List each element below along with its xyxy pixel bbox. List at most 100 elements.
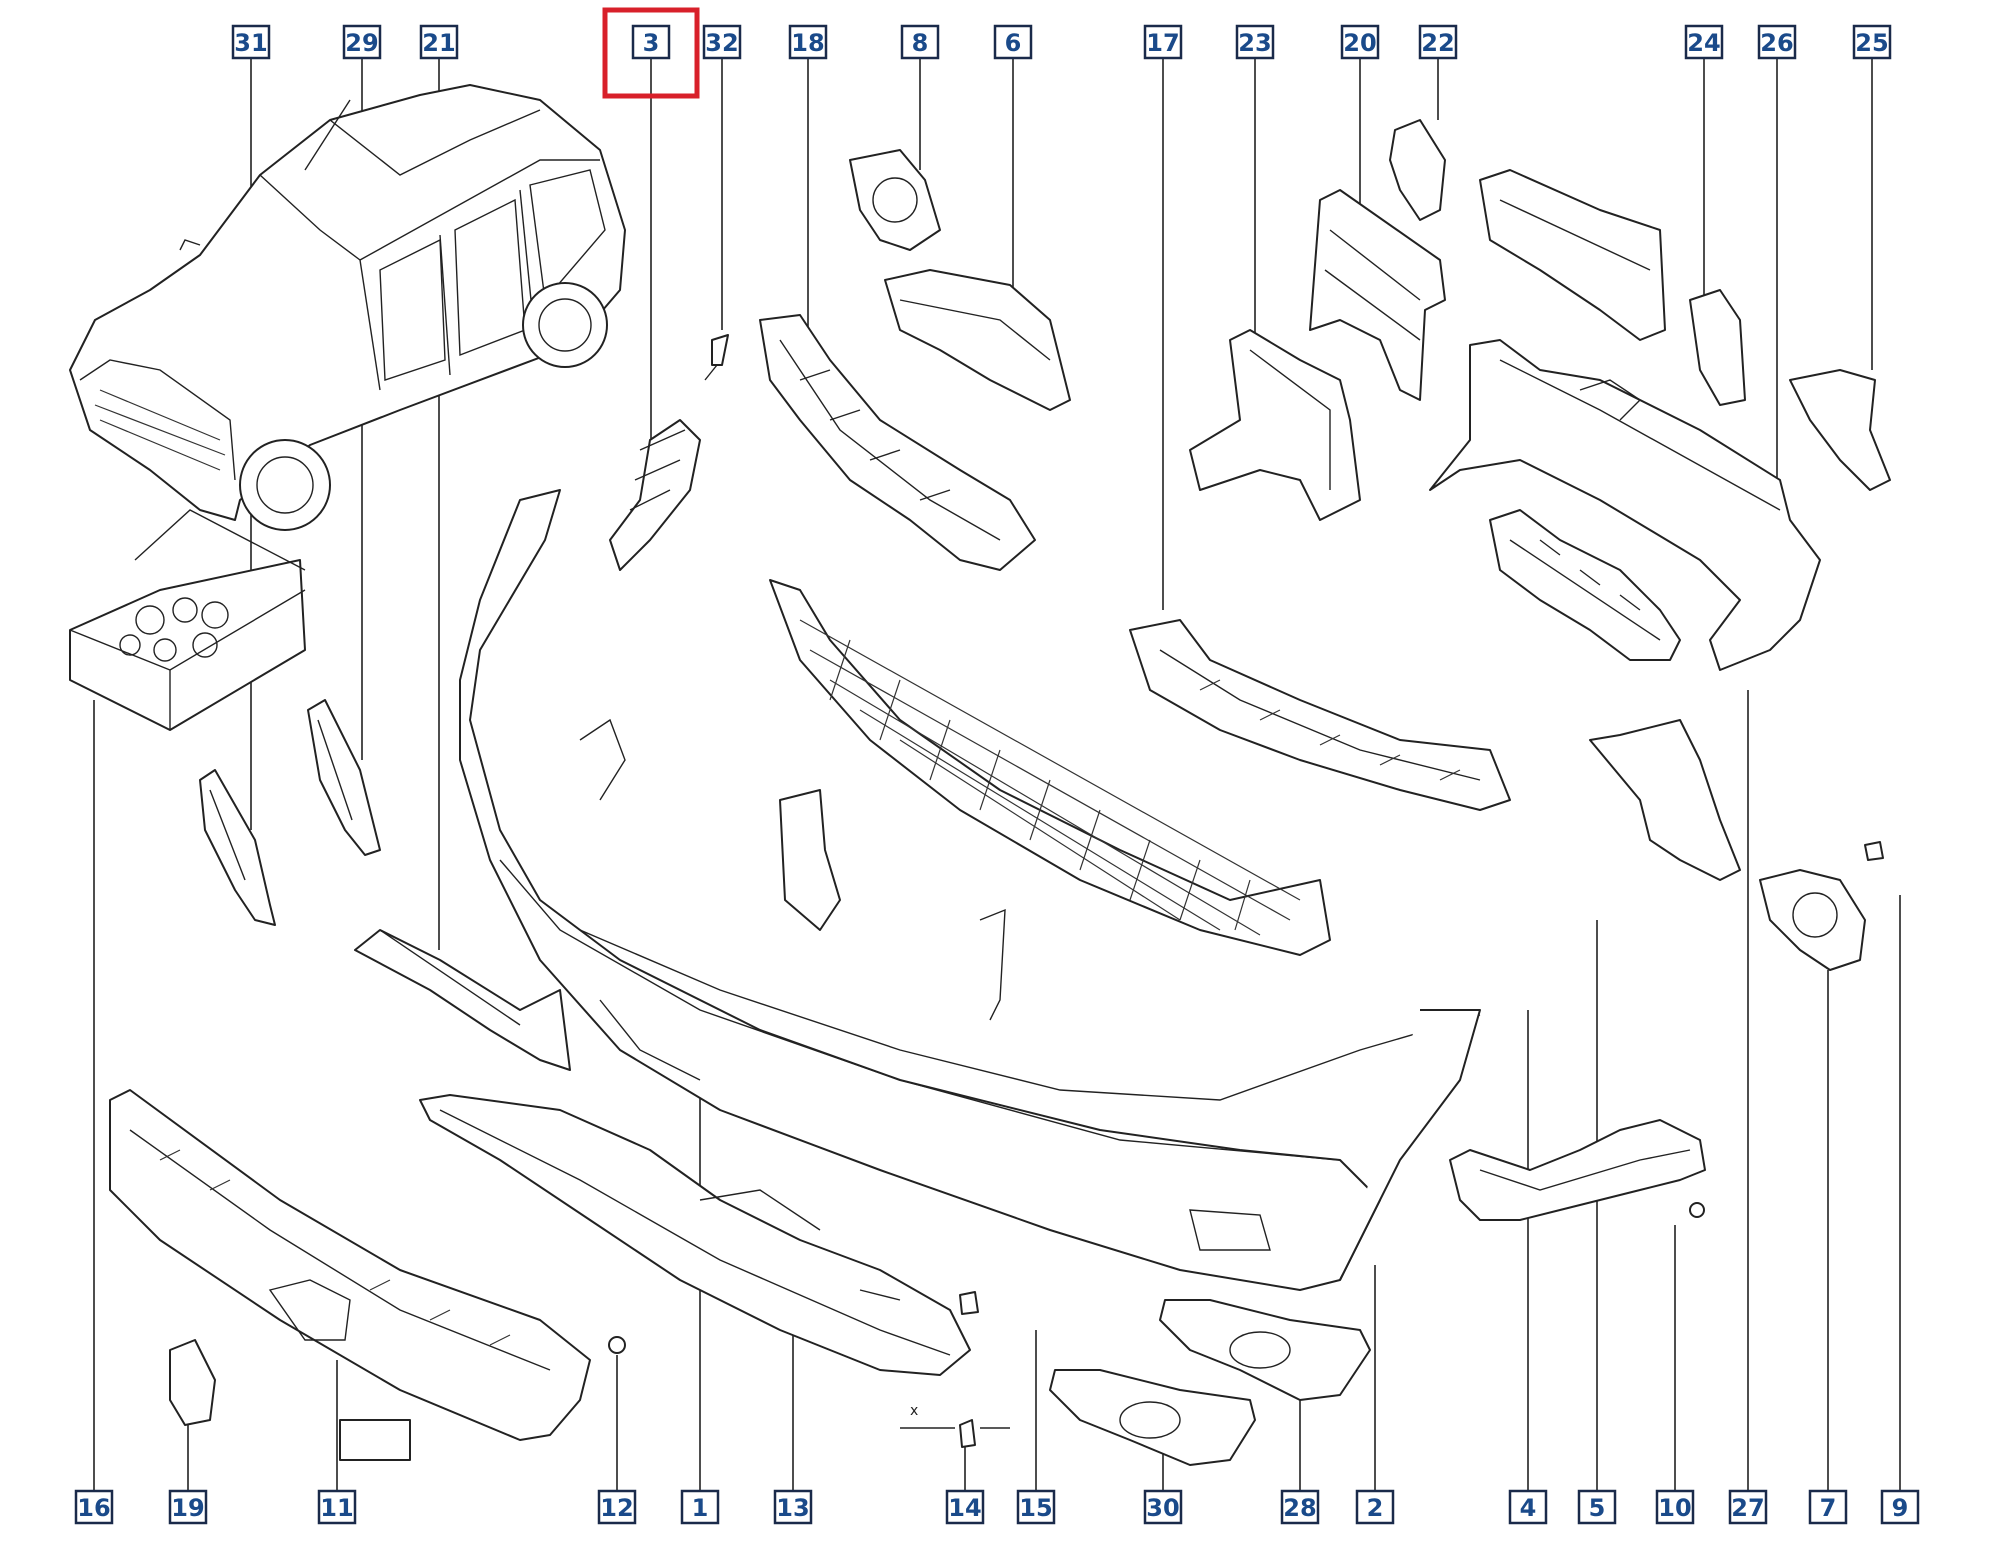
leader-lines (93, 58, 1901, 1491)
callout-label-13: 13 (776, 1494, 809, 1522)
callout-label-17: 17 (1146, 29, 1179, 57)
callout-box-23 (1235, 24, 1275, 60)
front-bumper (459, 489, 1481, 1291)
callout-box-14 (945, 1489, 985, 1525)
fog-bracket-8 (849, 149, 941, 251)
callout-box-3 (631, 24, 671, 60)
callout-box-6 (993, 24, 1033, 60)
fog-lamp-surround-30 (1049, 1369, 1256, 1466)
callout-box-27 (1728, 1489, 1768, 1525)
callout-box-31 (231, 24, 271, 60)
callout-box-12 (597, 1489, 637, 1525)
deflector-23 (1189, 329, 1361, 521)
clip-12 (608, 1336, 626, 1354)
callout-label-20: 20 (1343, 29, 1376, 57)
energy-absorber-18 (759, 314, 1036, 571)
callout-box-28 (1280, 1489, 1320, 1525)
reinforcement-top (1479, 169, 1666, 341)
callout-label-22: 22 (1421, 29, 1454, 57)
callout-label-2: 2 (1367, 1494, 1384, 1522)
lower-spoiler-13 (419, 1094, 971, 1376)
callout-box-16 (74, 1489, 114, 1525)
callout-label-14: 14 (948, 1494, 981, 1522)
callout-label-15: 15 (1019, 1494, 1052, 1522)
callout-box-15 (1016, 1489, 1056, 1525)
callout-label-21: 21 (422, 29, 455, 57)
callout-box-24 (1684, 24, 1724, 60)
upper-grille-11 (109, 1089, 591, 1441)
callout-label-12: 12 (600, 1494, 633, 1522)
callout-box-20 (1340, 24, 1380, 60)
callout-box-10 (1655, 1489, 1695, 1525)
fog-bracket-7 (1759, 869, 1866, 971)
callout-label-29: 29 (345, 29, 378, 57)
callout-label-32: 32 (705, 29, 738, 57)
bracket-25 (1789, 369, 1891, 491)
callout-label-10: 10 (1658, 1494, 1691, 1522)
callout-box-32 (702, 24, 742, 60)
air-duct-20 (1309, 189, 1446, 401)
x-marker: x (910, 1403, 918, 1419)
side-mount-2 (1449, 1119, 1706, 1221)
callout-label-18: 18 (791, 29, 824, 57)
highlight-frame (602, 7, 700, 99)
callout-label-25: 25 (1855, 29, 1888, 57)
side-deflector-left (199, 769, 276, 926)
clip-32 (704, 334, 729, 381)
callout-box-18 (788, 24, 828, 60)
callout-box-22 (1418, 24, 1458, 60)
deflector-6 (884, 269, 1071, 411)
emblem-plate (339, 1419, 411, 1461)
callout-label-24: 24 (1687, 29, 1720, 57)
absorber-17 (1129, 619, 1511, 811)
bracket-22 (1389, 119, 1446, 221)
clip-15 (959, 1291, 979, 1315)
clip-10 (1689, 1202, 1705, 1218)
callout-box-13 (773, 1489, 813, 1525)
callout-box-7 (1808, 1489, 1848, 1525)
fastener-kit-box (69, 509, 306, 731)
callout-label-31: 31 (234, 29, 267, 57)
callout-label-30: 30 (1146, 1494, 1179, 1522)
callout-label-7: 7 (1820, 1494, 1837, 1522)
vehicle-illustration (69, 84, 626, 531)
side-bracket-5 (1589, 719, 1741, 881)
callout-label-19: 19 (171, 1494, 204, 1522)
clip-14: x (900, 1403, 1010, 1448)
side-deflector-right (307, 699, 381, 856)
callout-box-9 (1880, 1489, 1920, 1525)
callout-label-4: 4 (1520, 1494, 1537, 1522)
callout-label-16: 16 (77, 1494, 110, 1522)
callout-label-9: 9 (1892, 1494, 1909, 1522)
callout-box-2 (1355, 1489, 1395, 1525)
bracket-19 (169, 1339, 216, 1426)
bracket-21 (354, 929, 571, 1071)
callout-label-27: 27 (1731, 1494, 1764, 1522)
callout-label-23: 23 (1238, 29, 1271, 57)
callout-box-11 (317, 1489, 357, 1525)
callout-label-26: 26 (1760, 29, 1793, 57)
callout-label-28: 28 (1283, 1494, 1316, 1522)
callout-box-25 (1852, 24, 1892, 60)
callout-box-30 (1143, 1489, 1183, 1525)
callout-box-5 (1577, 1489, 1617, 1525)
callout-label-1: 1 (692, 1494, 709, 1522)
crossmember-26 (1429, 339, 1821, 671)
bracket-24 (1689, 289, 1746, 406)
callout-box-26 (1757, 24, 1797, 60)
lower-beam-27 (1489, 509, 1681, 661)
callout-label-6: 6 (1005, 29, 1022, 57)
highlight-box-3 (602, 7, 700, 99)
clip-9 (1864, 841, 1884, 861)
callout-label-11: 11 (320, 1494, 353, 1522)
callout-label-3: 3 (643, 29, 660, 57)
callout-box-1 (680, 1489, 720, 1525)
mounting-bracket-3 (609, 419, 701, 571)
callout-box-19 (168, 1489, 208, 1525)
callout-box-29 (342, 24, 382, 60)
fog-lamp-surround-28 (1159, 1299, 1371, 1401)
callout-box-4 (1508, 1489, 1548, 1525)
callout-label-8: 8 (912, 29, 929, 57)
